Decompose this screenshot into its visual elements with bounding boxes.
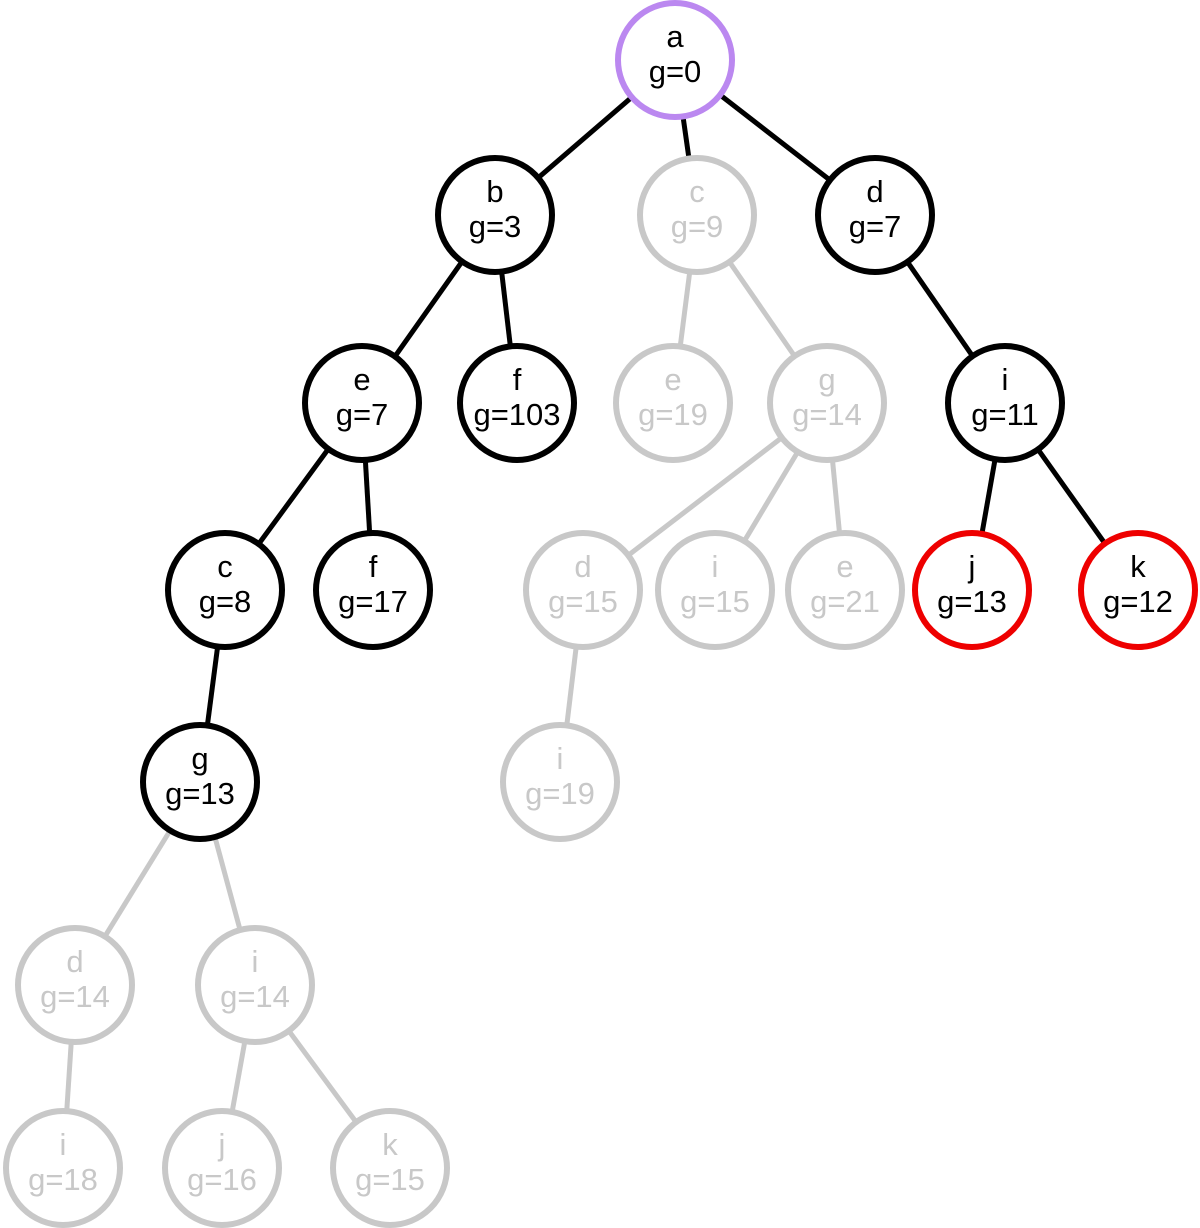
node-circle bbox=[435, 155, 555, 275]
node-cost-label: g=14 bbox=[40, 979, 110, 1014]
node-cost-label: g=7 bbox=[849, 209, 902, 244]
node-cost-label: g=14 bbox=[792, 397, 862, 432]
tree-node-i3: ig=15 bbox=[655, 530, 775, 650]
node-cost-label: g=15 bbox=[548, 584, 618, 619]
tree-node-g2: gg=14 bbox=[767, 343, 887, 463]
node-name-label: f bbox=[369, 549, 378, 584]
node-circle bbox=[1078, 530, 1198, 650]
node-cost-label: g=17 bbox=[338, 584, 408, 619]
node-name-label: g bbox=[818, 362, 835, 397]
node-name-label: c bbox=[217, 549, 233, 584]
node-name-label: j bbox=[968, 549, 976, 584]
node-cost-label: g=9 bbox=[671, 209, 724, 244]
node-cost-label: g=19 bbox=[638, 397, 708, 432]
node-name-label: i bbox=[1002, 362, 1009, 397]
node-circle bbox=[195, 925, 315, 1045]
tree-node-d5: dg=14 bbox=[15, 925, 135, 1045]
node-cost-label: g=13 bbox=[165, 776, 235, 811]
node-circle bbox=[615, 0, 735, 120]
node-name-label: e bbox=[664, 362, 681, 397]
node-cost-label: g=19 bbox=[525, 776, 595, 811]
node-circle bbox=[912, 530, 1032, 650]
tree-node-k3: kg=12 bbox=[1078, 530, 1198, 650]
tree-node-i4: ig=19 bbox=[500, 722, 620, 842]
node-circle bbox=[457, 343, 577, 463]
tree-node-i2: ig=11 bbox=[945, 343, 1065, 463]
node-circle bbox=[330, 1108, 450, 1228]
tree-node-g4: gg=13 bbox=[140, 722, 260, 842]
tree-node-d1: dg=7 bbox=[815, 155, 935, 275]
node-circle bbox=[313, 530, 433, 650]
tree-node-e3: eg=21 bbox=[785, 530, 905, 650]
node-cost-label: g=15 bbox=[680, 584, 750, 619]
tree-node-k6: kg=15 bbox=[330, 1108, 450, 1228]
node-circle bbox=[15, 925, 135, 1045]
node-circle bbox=[945, 343, 1065, 463]
node-cost-label: g=14 bbox=[220, 979, 290, 1014]
node-name-label: k bbox=[1130, 549, 1146, 584]
node-name-label: a bbox=[666, 19, 684, 54]
node-name-label: i bbox=[712, 549, 719, 584]
tree-node-b1: bg=3 bbox=[435, 155, 555, 275]
node-circle bbox=[3, 1108, 123, 1228]
node-name-label: i bbox=[252, 944, 259, 979]
node-circle bbox=[815, 155, 935, 275]
node-name-label: d bbox=[866, 174, 883, 209]
node-cost-label: g=7 bbox=[336, 397, 389, 432]
tree-node-i6: ig=18 bbox=[3, 1108, 123, 1228]
node-name-label: d bbox=[66, 944, 83, 979]
node-cost-label: g=15 bbox=[355, 1162, 425, 1197]
node-cost-label: g=3 bbox=[469, 209, 522, 244]
node-cost-label: g=16 bbox=[187, 1162, 257, 1197]
tree-node-j3: jg=13 bbox=[912, 530, 1032, 650]
node-circle bbox=[613, 343, 733, 463]
tree-node-a0: ag=0 bbox=[615, 0, 735, 120]
node-cost-label: g=21 bbox=[810, 584, 880, 619]
tree-node-j6: jg=16 bbox=[162, 1108, 282, 1228]
node-cost-label: g=12 bbox=[1103, 584, 1173, 619]
node-name-label: d bbox=[574, 549, 591, 584]
tree-node-c3: cg=8 bbox=[165, 530, 285, 650]
node-cost-label: g=11 bbox=[971, 397, 1039, 432]
node-circle bbox=[165, 530, 285, 650]
node-name-label: j bbox=[218, 1127, 226, 1162]
node-name-label: b bbox=[486, 174, 503, 209]
node-name-label: i bbox=[557, 741, 564, 776]
node-circle bbox=[500, 722, 620, 842]
node-circle bbox=[302, 343, 422, 463]
tree-node-d3: dg=15 bbox=[523, 530, 643, 650]
node-circle bbox=[162, 1108, 282, 1228]
node-cost-label: g=18 bbox=[28, 1162, 98, 1197]
node-circle bbox=[767, 343, 887, 463]
node-name-label: k bbox=[382, 1127, 398, 1162]
node-name-label: g bbox=[191, 741, 208, 776]
tree-node-e2: eg=7 bbox=[302, 343, 422, 463]
node-name-label: c bbox=[689, 174, 705, 209]
tree-node-e2b: eg=19 bbox=[613, 343, 733, 463]
node-name-label: f bbox=[513, 362, 522, 397]
node-circle bbox=[637, 155, 757, 275]
node-cost-label: g=103 bbox=[473, 397, 560, 432]
node-name-label: e bbox=[353, 362, 370, 397]
tree-node-f2: fg=103 bbox=[457, 343, 577, 463]
node-circle bbox=[523, 530, 643, 650]
node-cost-label: g=0 bbox=[649, 54, 702, 89]
node-name-label: i bbox=[60, 1127, 67, 1162]
node-cost-label: g=8 bbox=[199, 584, 252, 619]
tree-node-i5: ig=14 bbox=[195, 925, 315, 1045]
nodes-layer: ag=0bg=3cg=9dg=7eg=7fg=103eg=19gg=14ig=1… bbox=[3, 0, 1198, 1228]
tree-node-c1: cg=9 bbox=[637, 155, 757, 275]
node-circle bbox=[140, 722, 260, 842]
node-circle bbox=[655, 530, 775, 650]
node-name-label: e bbox=[836, 549, 853, 584]
tree-node-f3: fg=17 bbox=[313, 530, 433, 650]
node-circle bbox=[785, 530, 905, 650]
node-cost-label: g=13 bbox=[937, 584, 1007, 619]
